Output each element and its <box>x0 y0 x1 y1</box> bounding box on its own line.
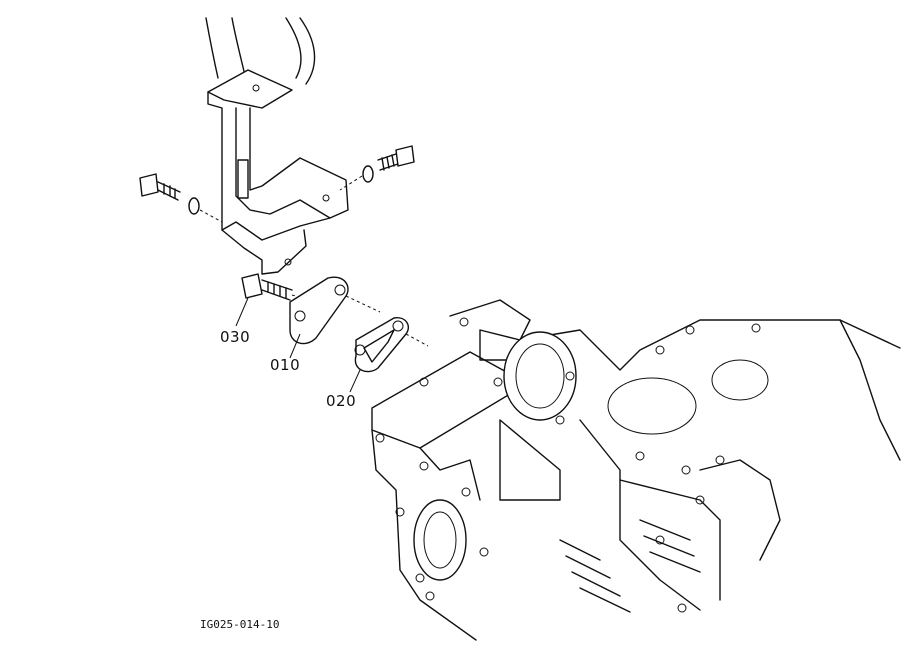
figure-code: IG025-014-10 <box>200 618 280 631</box>
part-030-bolt <box>235 273 311 327</box>
part-010-cover-plate <box>289 276 381 359</box>
callout-030: 030 <box>220 328 251 346</box>
bracket <box>207 69 349 275</box>
bracket-bolt-right <box>339 145 415 191</box>
hose-pipe <box>205 17 316 85</box>
part-020-gasket <box>349 317 429 393</box>
callout-020: 020 <box>326 392 357 410</box>
engine-block <box>371 299 901 641</box>
callout-010: 010 <box>270 356 301 374</box>
bracket-bolt-left <box>139 173 223 223</box>
